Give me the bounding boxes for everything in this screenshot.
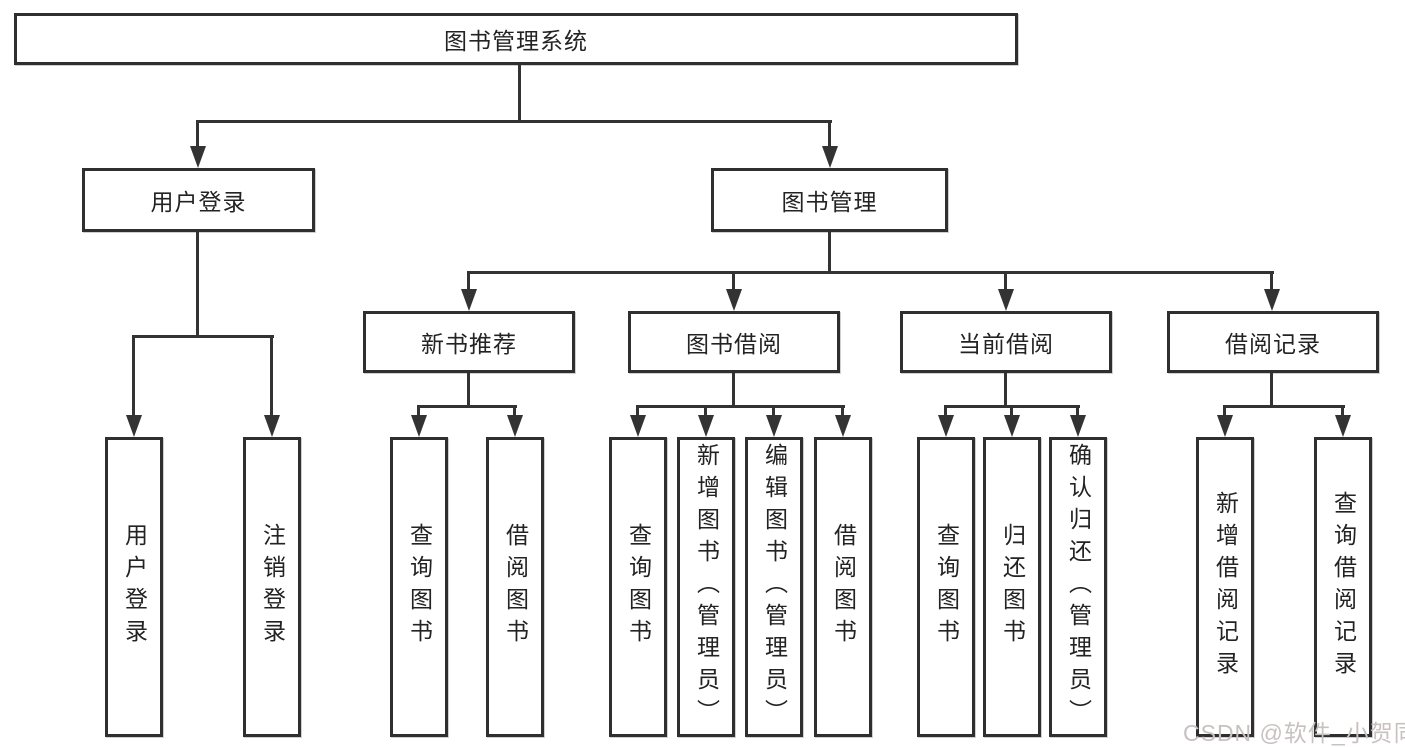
node-root: 图书管理系统 <box>14 13 1018 65</box>
leaf-label: 新增借阅记录 <box>1212 491 1239 683</box>
connector-b1 <box>417 405 420 419</box>
arrow-down-icon <box>1217 415 1233 437</box>
arrow-down-icon <box>822 146 838 168</box>
leaf-query-books-c: 查询图书 <box>609 437 667 737</box>
leaf-edit-books-admin: 编辑图书（管理员） <box>745 437 803 737</box>
connector-to-login-leaf <box>132 335 135 418</box>
connector-c3 <box>772 405 775 419</box>
connector-root-drop <box>518 65 521 120</box>
connector-to-current <box>1004 271 1007 293</box>
leaf-borrow-books-c: 借阅图书 <box>814 437 872 737</box>
connector-level2-bus <box>196 120 832 123</box>
node-user-login-label: 用户登录 <box>150 189 247 215</box>
arrow-down-icon <box>1335 415 1351 437</box>
leaf-query-books-d: 查询图书 <box>917 437 975 737</box>
arrow-down-icon <box>507 415 523 437</box>
connector-to-borrowing <box>732 271 735 293</box>
arrow-down-icon <box>835 415 851 437</box>
leaf-user-login-label: 用户登录 <box>121 523 148 651</box>
leaf-query-borrow-record: 查询借阅记录 <box>1314 437 1372 737</box>
leaf-query-books-b: 查询图书 <box>390 437 448 737</box>
connector-c4 <box>841 405 844 419</box>
connector-e2 <box>1341 405 1344 419</box>
connector-group-e-drop <box>1270 373 1273 405</box>
leaf-user-login: 用户登录 <box>105 437 163 737</box>
connector-e1 <box>1223 405 1226 419</box>
arrow-down-icon <box>461 289 477 311</box>
node-current-borrowing: 当前借阅 <box>900 311 1112 373</box>
leaf-add-borrow-record: 新增借阅记录 <box>1196 437 1254 737</box>
connector-group-d-drop <box>1004 373 1007 405</box>
connector-level3-bus <box>467 271 1274 274</box>
csdn-watermark: CSDN @软件_小贺同学 <box>1183 720 1405 746</box>
arrow-down-icon <box>1070 415 1086 437</box>
connector-userlogin-drop <box>196 232 199 335</box>
connector-d3 <box>1076 405 1079 419</box>
arrow-down-icon <box>264 415 280 437</box>
leaf-label: 查询图书 <box>406 523 433 651</box>
connector-to-logout-leaf <box>270 335 273 418</box>
arrow-down-icon <box>411 415 427 437</box>
connector-userlogin-bus <box>132 335 274 338</box>
connector-group-b-bus <box>417 405 517 408</box>
connector-to-book-mgmt <box>828 120 831 150</box>
leaf-logout-label: 注销登录 <box>259 523 286 651</box>
leaf-label: 查询借阅记录 <box>1330 491 1357 683</box>
node-book-borrowing-label: 图书借阅 <box>686 331 782 357</box>
arrow-down-icon <box>938 415 954 437</box>
connector-d2 <box>1010 405 1013 419</box>
leaf-label: 归还图书 <box>999 523 1026 651</box>
connector-c2 <box>704 405 707 419</box>
leaf-borrow-books-b: 借阅图书 <box>486 437 544 737</box>
connector-group-b-drop <box>467 373 470 405</box>
arrow-down-icon <box>126 415 142 437</box>
node-root-label: 图书管理系统 <box>444 28 588 54</box>
node-borrowing-records-label: 借阅记录 <box>1225 331 1321 357</box>
arrow-down-icon <box>726 289 742 311</box>
leaf-label: 编辑图书（管理员） <box>761 443 788 731</box>
connector-to-user-login <box>196 120 199 150</box>
node-current-borrowing-label: 当前借阅 <box>958 331 1054 357</box>
arrow-down-icon <box>698 415 714 437</box>
arrow-down-icon <box>766 415 782 437</box>
connector-d1 <box>944 405 947 419</box>
connector-bookmgmt-drop <box>828 232 831 274</box>
node-user-login: 用户登录 <box>82 168 315 232</box>
leaf-logout: 注销登录 <box>243 437 301 737</box>
node-book-management-label: 图书管理 <box>781 189 878 215</box>
node-book-management: 图书管理 <box>711 168 948 232</box>
leaf-label: 借阅图书 <box>502 523 529 651</box>
leaf-return-books: 归还图书 <box>983 437 1041 737</box>
connector-group-e-bus <box>1223 405 1345 408</box>
leaf-label: 确认归还（管理员） <box>1065 443 1092 731</box>
connector-b2 <box>513 405 516 419</box>
node-new-book-recommend: 新书推荐 <box>363 311 575 373</box>
node-borrowing-records: 借阅记录 <box>1167 311 1379 373</box>
arrow-down-icon <box>630 415 646 437</box>
leaf-label: 查询图书 <box>933 523 960 651</box>
leaf-label: 借阅图书 <box>830 523 857 651</box>
connector-c1 <box>636 405 639 419</box>
arrow-down-icon <box>190 146 206 168</box>
connector-to-records <box>1270 271 1273 293</box>
leaf-add-books-admin: 新增图书（管理员） <box>677 437 735 737</box>
node-book-borrowing: 图书借阅 <box>628 311 840 373</box>
arrow-down-icon <box>1264 289 1280 311</box>
leaf-label: 新增图书（管理员） <box>693 443 720 731</box>
leaf-confirm-return-admin: 确认归还（管理员） <box>1049 437 1107 737</box>
node-new-book-recommend-label: 新书推荐 <box>421 331 517 357</box>
connector-to-new-books <box>467 271 470 293</box>
connector-group-c-bus <box>636 405 845 408</box>
connector-group-c-drop <box>732 373 735 405</box>
arrow-down-icon <box>998 289 1014 311</box>
arrow-down-icon <box>1004 415 1020 437</box>
leaf-label: 查询图书 <box>625 523 652 651</box>
